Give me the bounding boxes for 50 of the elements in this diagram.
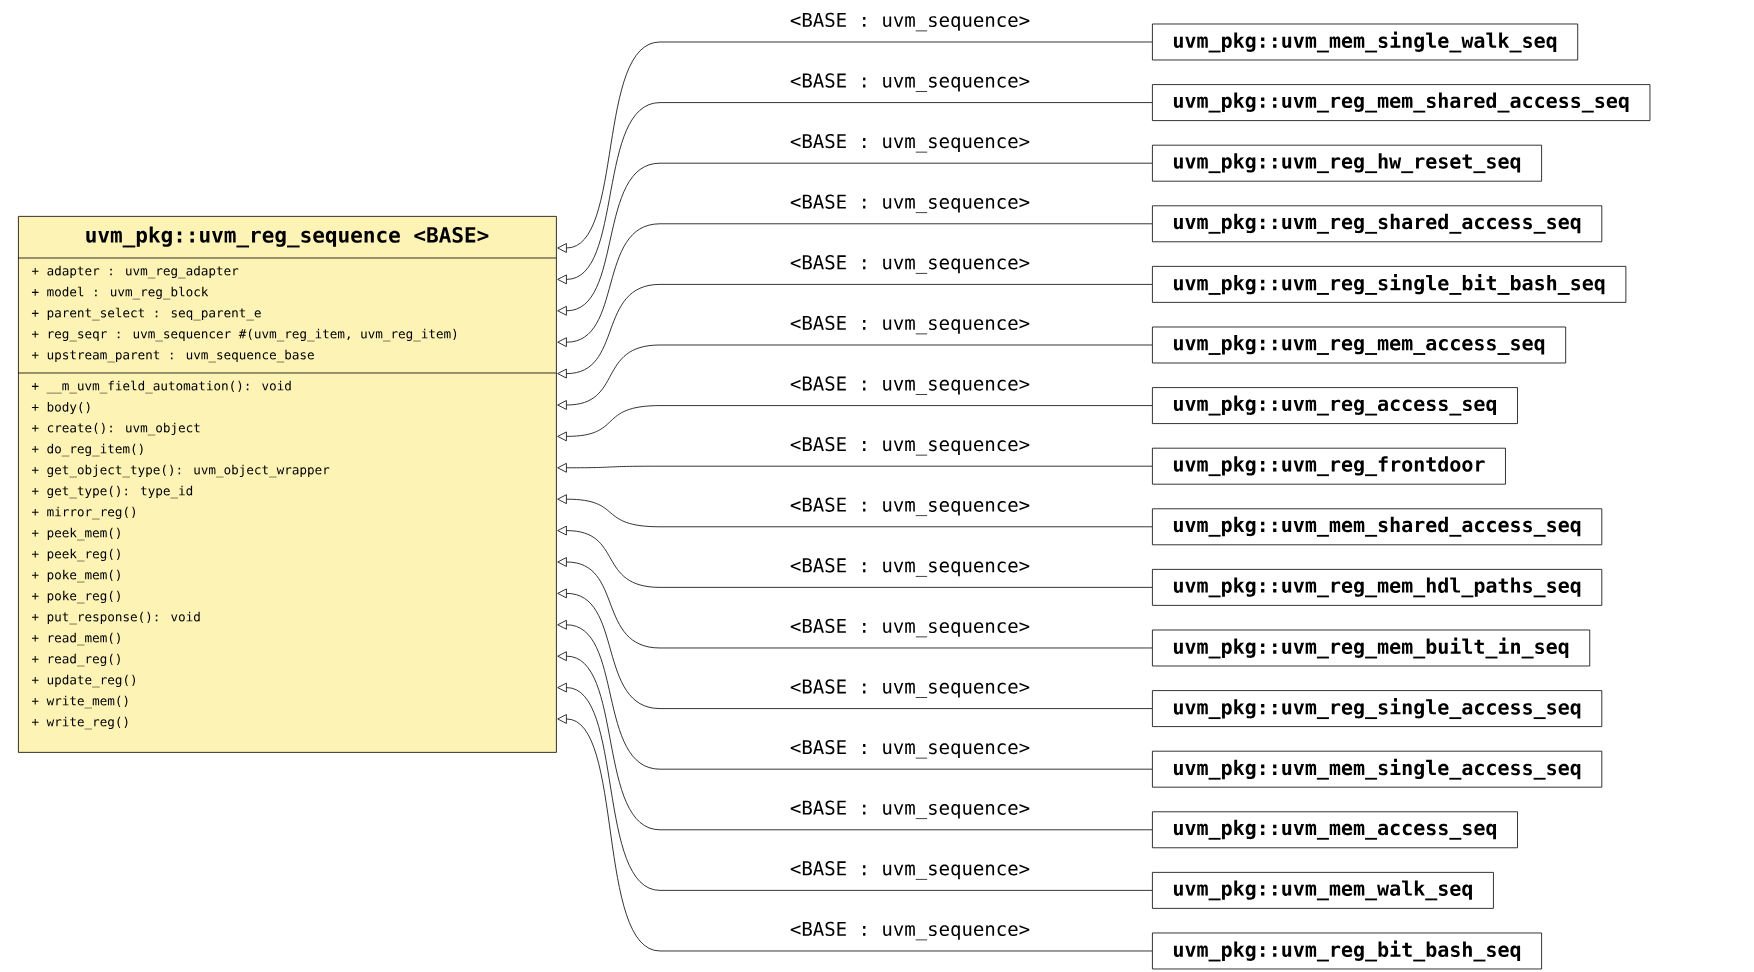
- inheritance-arrow: [557, 525, 1153, 588]
- inheritance-arrow: [557, 619, 1153, 770]
- edge-label: <BASE : uvm_sequence>: [790, 497, 1030, 517]
- class-box: uvm_pkg::uvm_mem_shared_access_seq: [1152, 508, 1603, 546]
- edge-label: <BASE : uvm_sequence>: [790, 800, 1030, 820]
- inheritance-arrow: [557, 162, 1153, 316]
- class-box: uvm_pkg::uvm_reg_single_access_seq: [1152, 690, 1603, 727]
- inheritance-arrow: [557, 102, 1153, 285]
- class-box: uvm_pkg::uvm_mem_walk_seq: [1152, 872, 1494, 909]
- class-box: uvm_pkg::uvm_reg_mem_shared_access_seq: [1152, 84, 1651, 121]
- inheritance-arrow: [557, 494, 1153, 528]
- class-box: uvm_pkg::uvm_mem_access_seq: [1152, 811, 1518, 849]
- class-box: [17, 216, 557, 753]
- class-name: uvm_pkg::uvm_reg_sequence <BASE>: [86, 226, 489, 248]
- edge-label: <BASE : uvm_sequence>: [790, 12, 1030, 32]
- edge-label: <BASE : uvm_sequence>: [790, 255, 1030, 274]
- edge-label: <BASE : uvm_sequence>: [790, 133, 1030, 153]
- inheritance-arrow: [557, 223, 1153, 348]
- edge-label: <BASE : uvm_sequence>: [790, 921, 1030, 941]
- class-box: uvm_pkg::uvm_reg_bit_bash_seq: [1152, 932, 1542, 970]
- inheritance-arrow: [557, 284, 1153, 379]
- class-box: uvm_pkg::uvm_mem_single_walk_seq: [1152, 23, 1579, 61]
- inheritance-arrow: [557, 557, 1153, 649]
- inheritance-arrow: [557, 651, 1153, 831]
- edge-label: <BASE : uvm_sequence>: [790, 376, 1030, 395]
- class-box: uvm_pkg::uvm_reg_frontdoor: [1152, 447, 1506, 485]
- inheritance-arrow: [557, 344, 1153, 410]
- edge-label: <BASE : uvm_sequence>: [790, 861, 1030, 880]
- inheritance-arrow: [557, 462, 1153, 473]
- class-box: uvm_pkg::uvm_reg_hw_reset_seq: [1152, 144, 1542, 182]
- edge-label: <BASE : uvm_sequence>: [790, 739, 1030, 759]
- edge-label: <BASE : uvm_sequence>: [790, 558, 1030, 577]
- edge-label: <BASE : uvm_sequence>: [790, 618, 1030, 638]
- edge-label: <BASE : uvm_sequence>: [790, 194, 1030, 214]
- edge-label: <BASE : uvm_sequence>: [790, 436, 1030, 456]
- inheritance-arrow: [557, 41, 1153, 253]
- class-box: uvm_pkg::uvm_reg_shared_access_seq: [1152, 205, 1603, 243]
- inheritance-arrow: [557, 714, 1153, 952]
- class-box: uvm_pkg::uvm_reg_mem_built_in_seq: [1152, 629, 1591, 667]
- inheritance-arrow: [557, 588, 1153, 709]
- edge-label: <BASE : uvm_sequence>: [790, 73, 1030, 92]
- class-box: uvm_pkg::uvm_mem_single_access_seq: [1152, 750, 1603, 788]
- edge-label: <BASE : uvm_sequence>: [790, 315, 1030, 335]
- class-box: uvm_pkg::uvm_reg_access_seq: [1152, 387, 1518, 424]
- class-box: uvm_pkg::uvm_reg_single_bit_bash_seq: [1152, 266, 1627, 303]
- edge-label: <BASE : uvm_sequence>: [790, 679, 1030, 698]
- class-box: uvm_pkg::uvm_reg_mem_access_seq: [1152, 326, 1567, 364]
- class-box: uvm_pkg::uvm_reg_mem_hdl_paths_seq: [1152, 569, 1603, 606]
- inheritance-arrow: [557, 405, 1153, 442]
- inheritance-arrow: [557, 682, 1153, 891]
